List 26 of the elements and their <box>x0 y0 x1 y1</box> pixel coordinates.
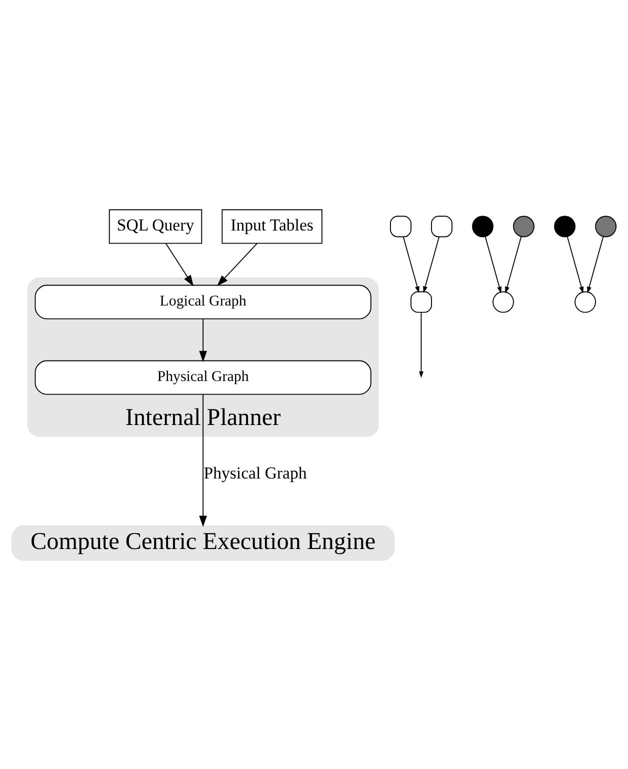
node-box: Logical Graph <box>34 284 372 319</box>
arrow <box>504 236 522 293</box>
arrow <box>484 236 502 293</box>
node-box: Compute Centric Execution Engine <box>11 524 395 560</box>
node-circle <box>492 290 514 312</box>
node-circle <box>513 215 534 237</box>
arrow <box>199 318 207 362</box>
edge-label: Physical Graph <box>204 463 307 482</box>
arrow <box>418 311 424 378</box>
arrow <box>165 242 194 286</box>
node-box: SQL Query <box>108 208 202 244</box>
arrow <box>199 394 207 526</box>
node-box <box>410 290 432 312</box>
node-box <box>431 215 452 237</box>
node-circle <box>472 215 494 237</box>
node-circle <box>574 290 596 312</box>
arrow <box>587 236 604 293</box>
arrow <box>402 236 420 292</box>
node-box <box>390 215 412 237</box>
arrow <box>423 236 440 292</box>
arrow <box>217 242 258 286</box>
node-box: Physical Graph <box>34 360 372 394</box>
node-box: Input Tables <box>222 208 322 244</box>
node-circle <box>554 215 576 237</box>
node-circle <box>595 215 617 237</box>
arrow <box>566 236 584 293</box>
